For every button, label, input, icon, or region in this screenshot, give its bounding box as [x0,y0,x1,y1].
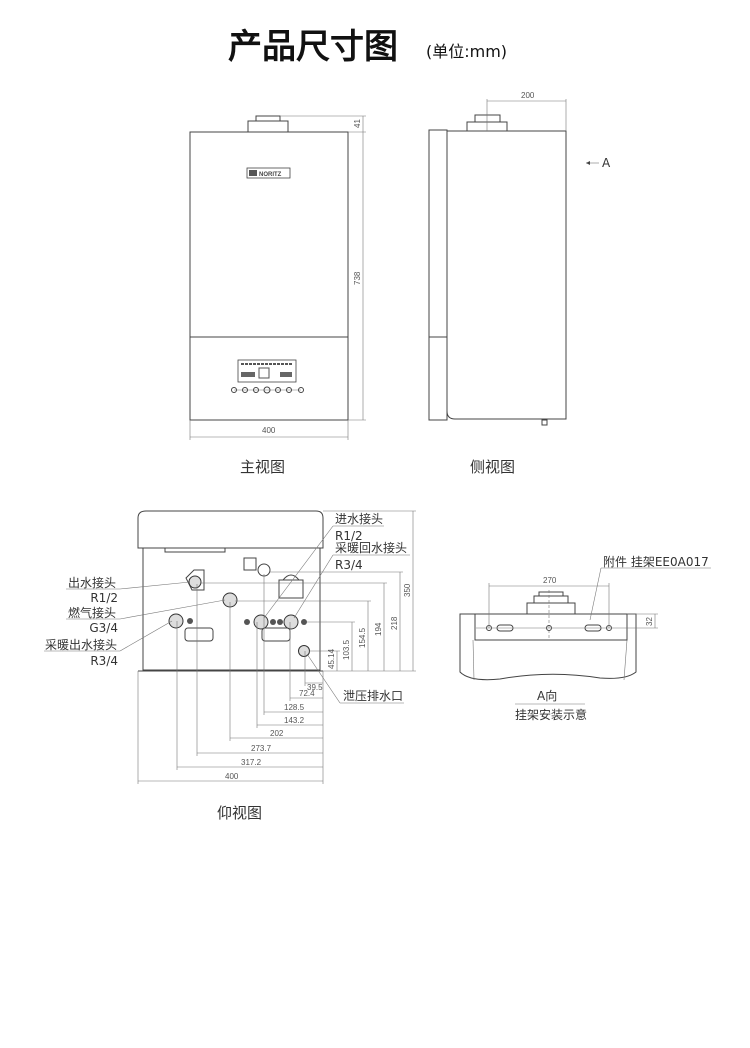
spec-gas-inlet: G3/4 [89,621,118,635]
label-hot-water-outlet: 出水接头 [68,575,116,590]
dim-154-5: 154.5 [358,627,367,648]
dim-top-pipe: 41 [353,119,362,128]
dim-height: 738 [353,271,362,285]
view-a-label: A [602,156,611,170]
side-body [446,130,567,420]
dim-103-5: 103.5 [342,639,351,660]
dim-39-5: 39.5 [307,683,323,692]
dim-218: 218 [390,616,399,630]
heating-outlet [168,613,184,629]
a-view-caption: A向 [537,688,557,703]
front-view-caption: 主视图 [240,458,285,476]
dim-width: 400 [262,426,276,435]
dim-273-7: 273.7 [251,744,272,753]
side-view: 200 A 侧视图 [428,91,611,476]
control-display [237,359,297,383]
side-back-panel [428,129,448,421]
heating-return [283,614,299,630]
control-buttons [231,386,304,394]
a-view-bracket: 270 32 附件 挂架EE0A017 A向 挂架安装示意 [459,555,711,722]
dim-72-4: 72.4 [299,689,315,698]
label-relief-drain: 泄压排水口 [343,689,403,703]
dim-bracket-offset: 32 [645,617,654,626]
svg-text:NORITZ: NORITZ [259,172,282,178]
label-heating-return: 采暖回水接头 [335,540,407,555]
spec-heating-outlet: R3/4 [90,654,118,668]
dim-317-2: 317.2 [241,758,262,767]
bottom-view-caption: 仰视图 [217,804,262,822]
bottom-body [142,547,321,671]
hot-water-outlet [188,575,202,589]
label-accessory-bracket: 附件 挂架EE0A017 [603,555,709,569]
label-gas-inlet: 燃气接头 [68,605,116,620]
dim-143-2: 143.2 [284,716,305,725]
a-view-subcaption: 挂架安装示意 [515,707,587,722]
a-view-body [459,613,637,681]
dim-202: 202 [270,729,284,738]
side-view-caption: 侧视图 [470,458,515,476]
label-cold-water-inlet: 进水接头 [335,511,383,526]
spec-cold-water-inlet: R1/2 [335,529,363,543]
flue-pipe-inner [255,115,281,122]
dim-350: 350 [403,583,412,597]
spec-hot-water-outlet: R1/2 [90,591,118,605]
unit-note: (单位:mm) [426,42,507,61]
page-title: 产品尺寸图 [228,27,398,67]
dim-45-14: 45.14 [327,648,336,669]
dim-128-5: 128.5 [284,703,305,712]
bottom-view: 39.5 72.4 128.5 143.2 202 273.7 317.2 40… [44,510,416,822]
bottom-cover [137,510,324,549]
front-view: NORITZ 41 738 400 主视图 [189,115,366,476]
label-heating-outlet: 采暖出水接头 [45,637,117,652]
dim-depth: 200 [521,91,535,100]
spec-heating-return: R3/4 [335,558,363,572]
dim-400: 400 [225,772,239,781]
dim-194: 194 [374,622,383,636]
brand-logo: NORITZ [246,167,291,179]
flue-pipe-outer [247,120,289,133]
cold-water-inlet [253,614,269,630]
dim-bracket-span: 270 [543,576,557,585]
